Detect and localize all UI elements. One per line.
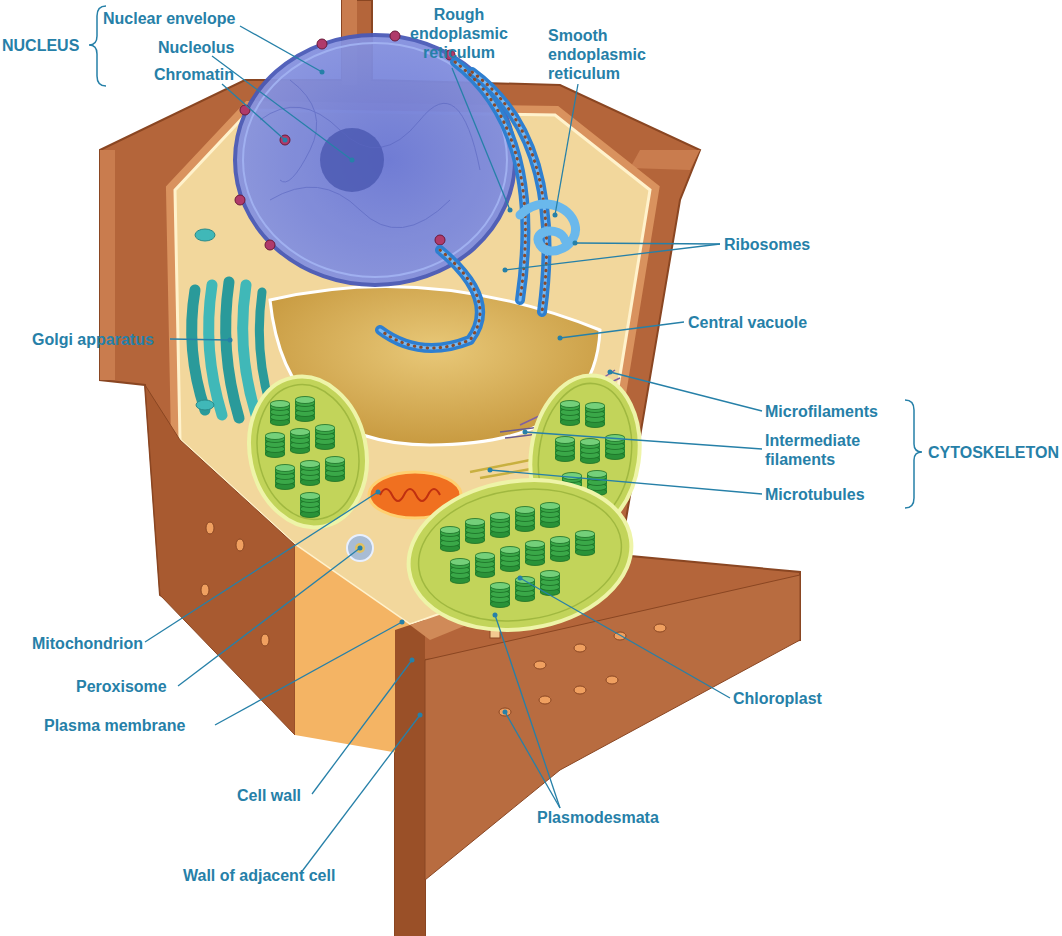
leader-dots [228, 70, 613, 718]
part-label: Ribosomes [724, 235, 810, 254]
chromatin [260, 80, 480, 228]
group-label: NUCLEUS [2, 36, 79, 55]
part-label: Plasmodesmata [537, 808, 659, 827]
part-label: Wall of adjacent cell [183, 866, 335, 885]
part-label: Cell wall [237, 786, 301, 805]
chloroplast [399, 466, 641, 644]
chloroplast [235, 366, 380, 539]
rough-er [380, 62, 547, 348]
wall-front-face [395, 620, 425, 936]
cell-wall-block [100, 0, 800, 936]
smooth-er [520, 204, 576, 251]
part-label: Intermediate filaments [765, 431, 877, 469]
group-label: CYTOSKELETON [928, 443, 1059, 462]
golgi-apparatus [192, 282, 270, 418]
part-label: Golgi apparatus [32, 330, 154, 349]
part-label: Chloroplast [733, 689, 822, 708]
part-label: Plasma membrane [44, 716, 185, 735]
nucleolus [320, 128, 384, 192]
part-label: Microfilaments [765, 402, 878, 421]
part-label: Nuclear envelope [103, 9, 236, 28]
vesicle [195, 229, 215, 241]
part-label: Peroxisome [76, 677, 167, 696]
part-label: Rough endoplasmic reticulum [400, 5, 518, 62]
cristae [380, 489, 440, 501]
wall-top-face [630, 150, 700, 170]
leader-lines [145, 26, 762, 874]
peroxisome-core [355, 543, 365, 553]
part-label: Nucleolus [158, 38, 234, 57]
part-label: Smooth endoplasmic reticulum [548, 26, 658, 83]
group-bracket [905, 400, 922, 508]
part-label: Central vacuole [688, 313, 807, 332]
peroxisome [347, 535, 373, 561]
vesicle [196, 400, 214, 410]
part-label: Microtubules [765, 485, 865, 504]
part-label: Chromatin [154, 65, 234, 84]
part-label: Mitochondrion [32, 634, 143, 653]
